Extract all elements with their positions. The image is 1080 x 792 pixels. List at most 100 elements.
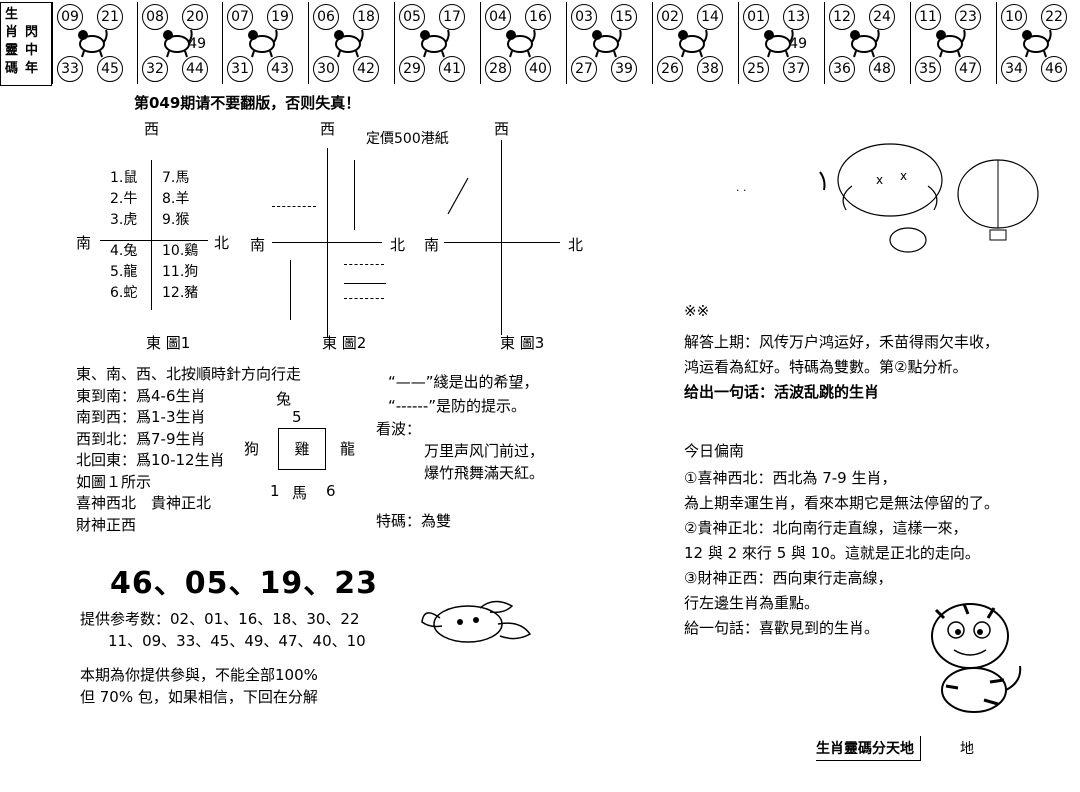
legend-line: “——”綫是出的希望，	[388, 373, 539, 391]
analysis-line: 行左邊生肖為重點。	[684, 594, 820, 612]
rules-line: 喜神西北 貴神正北	[76, 494, 212, 512]
zodiac-number: 39	[611, 56, 637, 82]
zodiac-number: 20	[182, 4, 208, 30]
rules-line: 如圖１所示	[76, 472, 152, 491]
kanbo-line: 万里声风门前过，	[424, 442, 545, 460]
zodiac-extra-number: 49	[188, 36, 206, 52]
dots-decor: · ·	[736, 184, 747, 197]
compass-bottom: 馬	[292, 484, 308, 502]
zodiac-number: 03	[571, 4, 597, 30]
analysis-line: ①喜神西北：西北為 7-9 生肖，	[684, 469, 897, 487]
legend-line: “------”是防的提示。	[388, 397, 527, 415]
compass-left: 狗	[244, 440, 260, 458]
diagram3-east-label: 東 圖3	[500, 334, 545, 352]
rules-line: 東、南、西、北按順時針方向行走	[76, 365, 302, 383]
rules-block: 東、南、西、北按順時針方向行走 東到南：爲4-6生肖 南到西：爲1-3生肖 西到…	[76, 364, 301, 536]
zodiac-number: 11	[915, 4, 941, 30]
diagram2-stroke	[290, 260, 291, 320]
diagram2-axis-vertical	[327, 148, 328, 338]
right-answer: 解答上期：风传万户鸿运好，禾苗得雨欠丰收， 鸿运看為紅好。特碼為雙數。第②點分析…	[684, 330, 999, 405]
zodiac-item: 9.猴	[162, 212, 190, 228]
svg-text:x: x	[876, 173, 883, 187]
analysis-line: 給一句話：喜歡見到的生肖。	[684, 619, 880, 637]
diagram3-north: 北	[568, 236, 584, 254]
ref-numbers-line2: 11、09、33、45、49、47、40、10	[108, 632, 366, 650]
ref-numbers-line1: 提供参考数：02、01、16、18、30、22	[80, 610, 360, 628]
answer-line: 解答上期：风传万户鸿运好，禾苗得雨欠丰收，	[684, 333, 1000, 351]
diagram1-list-left: 1.鼠 2.牛 3.虎 4.兔 5.龍 6.蛇	[110, 168, 137, 304]
rabbit-icon	[248, 29, 278, 58]
zodiac-number: 27	[571, 56, 597, 82]
zodiac-number: 02	[657, 4, 683, 30]
footer-left-line1: 本期為你提供參與，不能全部100%	[80, 666, 318, 684]
diagram2-east-label: 東 圖2	[322, 334, 367, 352]
svg-text:x: x	[900, 169, 907, 183]
zodiac-number: 14	[697, 4, 723, 30]
logo-char: 碼	[5, 61, 19, 76]
rules-line: 南到西：爲1-3生肖	[76, 408, 206, 426]
zodiac-number: 29	[399, 56, 425, 82]
zodiac-number: 23	[955, 4, 981, 30]
logo-char: 中	[25, 43, 39, 58]
diagram2-north: 北	[390, 236, 406, 254]
logo-char: 閃	[25, 25, 39, 40]
rules-line: 財神正西	[76, 515, 137, 534]
diagram2-axis-horizontal	[272, 242, 382, 243]
pig-icon	[936, 29, 966, 58]
marker-symbol: ※※	[684, 302, 710, 320]
zodiac-number: 25	[743, 56, 769, 82]
footer-left-line2: 但 70% 包，如果相信，下回在分解	[80, 688, 318, 706]
zodiac-number: 28	[485, 56, 511, 82]
analysis-line: 為上期幸運生肖，看來本期它是無法停留的了。	[684, 494, 1000, 512]
zodiac-item: 10.鷄	[162, 243, 199, 259]
zodiac-number: 47	[955, 56, 981, 82]
zodiac-cell: 11 23 35 47	[910, 2, 985, 84]
monkey-icon	[678, 29, 708, 58]
rules-line: 北回東：爲10-12生肖	[76, 451, 225, 469]
zodiac-number: 12	[829, 4, 855, 30]
legend-block: “——”綫是出的希望， “------”是防的提示。	[388, 370, 539, 418]
zodiac-item: 8.羊	[162, 191, 190, 207]
publication-logo: 生 肖 靈 碼 閃 中 年	[0, 2, 52, 86]
zodiac-number: 36	[829, 56, 855, 82]
zodiac-number: 26	[657, 56, 683, 82]
logo-char: 生	[5, 7, 19, 22]
zodiac-number: 10	[1001, 4, 1027, 30]
rules-line: 東到南：爲4-6生肖	[76, 386, 206, 405]
logo-char: 靈	[5, 43, 19, 58]
zodiac-number: 09	[57, 4, 83, 30]
diagram1-west: 西	[144, 120, 160, 138]
zodiac-extra-number: 49	[789, 36, 807, 52]
diagram2-stroke	[344, 283, 386, 284]
balloon-cartoon-icon: x x	[819, 143, 1039, 253]
diagram1-east-label: 東 圖1	[146, 334, 191, 352]
zodiac-item: 1.鼠	[110, 170, 138, 186]
compass-center: 雞	[278, 428, 326, 470]
compass-right: 龍	[340, 440, 356, 458]
diagram2-dash	[344, 298, 384, 299]
zodiac-item: 7.馬	[162, 170, 190, 186]
main-numbers: 46、05、19、23	[110, 566, 378, 601]
rooster-icon	[764, 29, 794, 58]
diagram1-list-right: 7.馬 8.羊 9.猴 10.鷄 11.狗 12.豬	[162, 168, 198, 304]
zodiac-number: 35	[915, 56, 941, 82]
compass-bottom-number: 6	[326, 482, 336, 500]
footer-box: 生肖靈碼分天地	[816, 736, 921, 761]
issue-notice: 第049期请不要翻版，否则失真！	[134, 94, 361, 112]
diagram3-west: 西	[494, 120, 510, 138]
snake-icon	[420, 29, 450, 58]
kanbo-label: 看波：	[376, 420, 422, 438]
zodiac-number: 44	[182, 56, 208, 82]
dragon-icon	[334, 29, 364, 58]
zodiac-number: 05	[399, 4, 425, 30]
tiger-cartoon-icon	[931, 603, 1022, 713]
zodiac-number: 06	[313, 4, 339, 30]
zodiac-number: 45	[97, 56, 123, 82]
